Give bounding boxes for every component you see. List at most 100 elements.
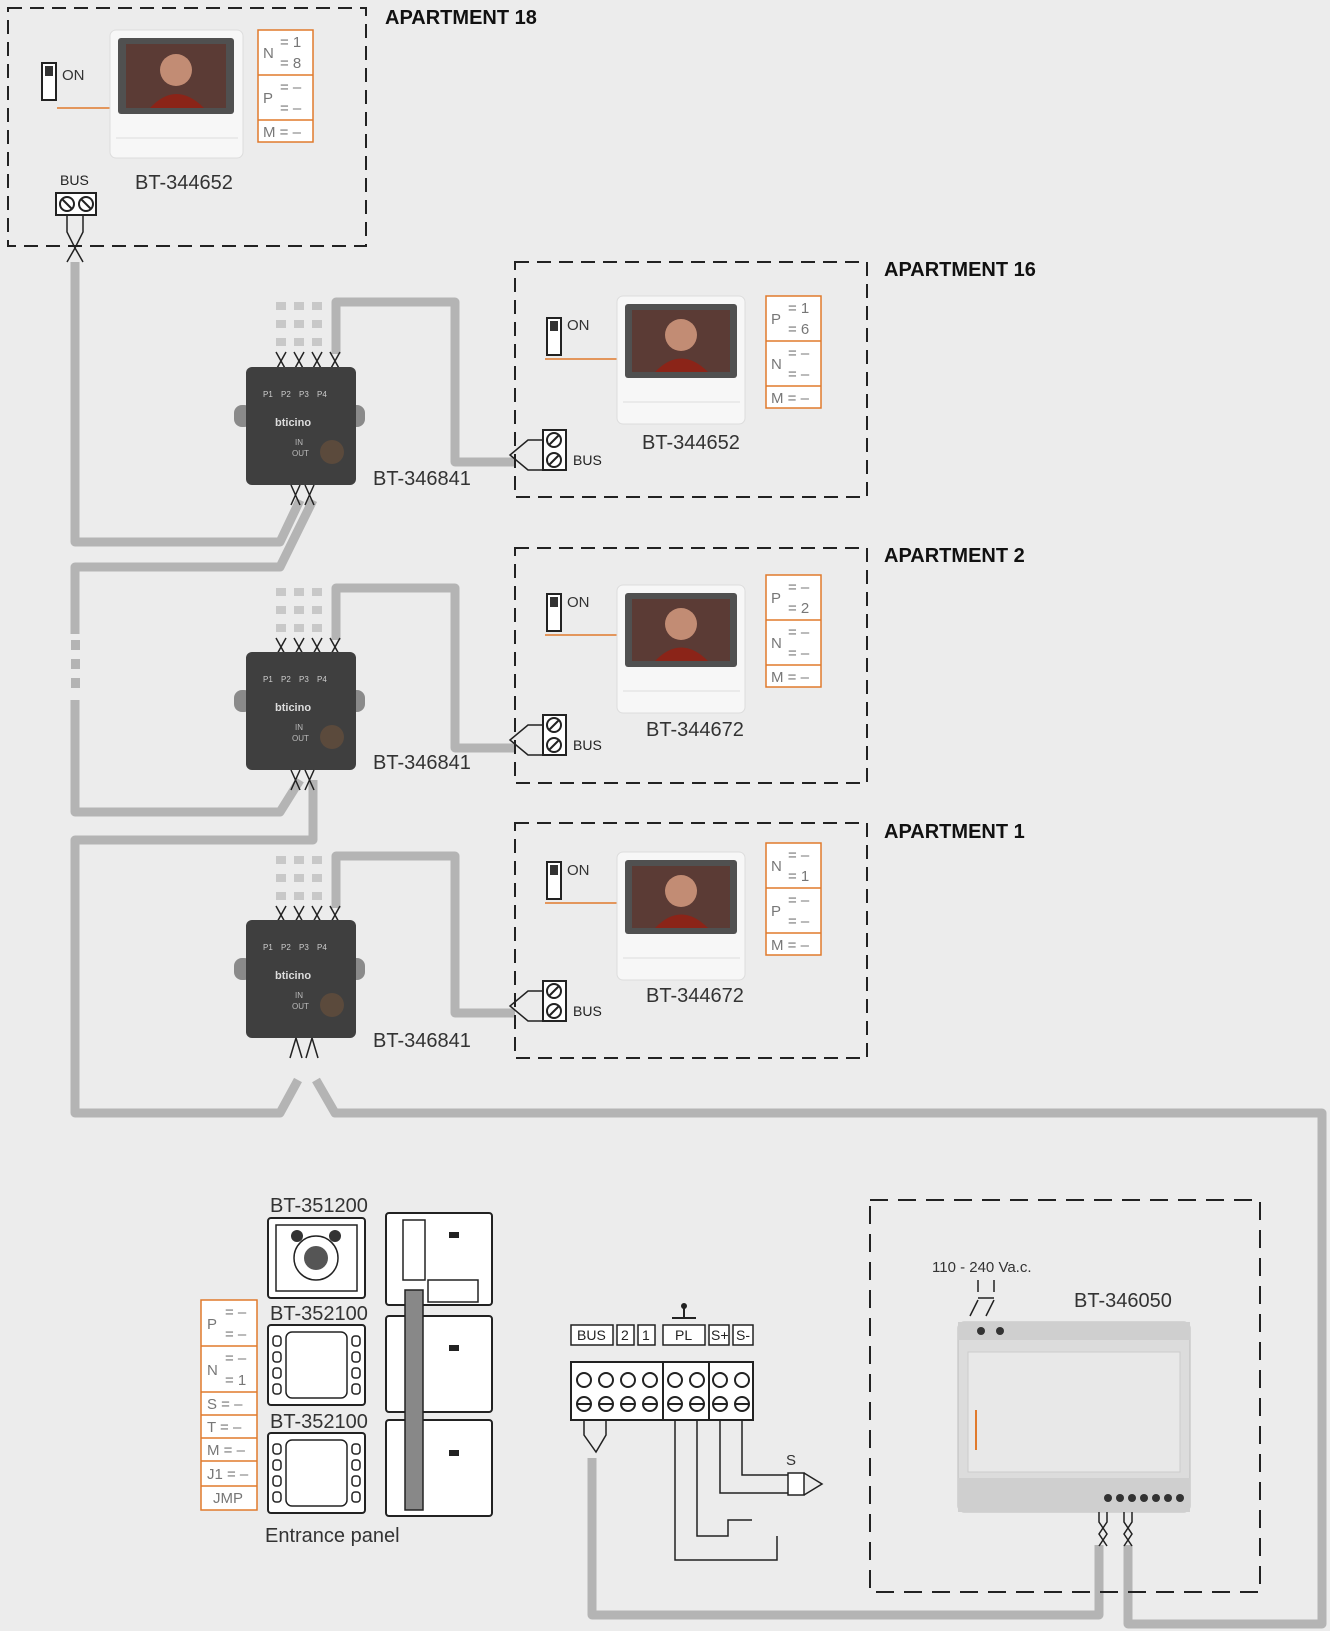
config-letter: N [771, 858, 782, 875]
monitor-model: BT-344672 [646, 719, 744, 741]
audio-module-front [267, 1217, 366, 1299]
monitor-model: BT-344652 [642, 432, 740, 454]
config-m-row: M = – [771, 669, 810, 686]
distributor-3: P1 P2 P3 P4 bticino IN OUT BT-346841 [234, 856, 471, 1059]
port-label: P3 [299, 675, 309, 684]
apartment-title: APARTMENT 2 [884, 545, 1025, 567]
config-value: = – [225, 1326, 247, 1343]
config-value: = – [788, 579, 810, 596]
config-value: = – [788, 892, 810, 909]
config-value: = – [788, 624, 810, 641]
power-supply-model: BT-346050 [1074, 1290, 1172, 1312]
config-table: N = 1 = 8 P = – = – M = – [257, 29, 314, 143]
config-letter: N [771, 635, 782, 652]
bus-wires [70, 262, 1327, 1629]
entrance-panel-caption: Entrance panel [265, 1525, 400, 1547]
svg-text:P: P [207, 1316, 217, 1333]
terminal-block: BUS 2 1 PL S+ S- S [570, 1303, 824, 1561]
bus-terminal [508, 714, 567, 756]
port-label: P2 [281, 675, 291, 684]
config-value: = – [788, 847, 810, 864]
distributor-2: P1 P2 P3 P4 bticino IN OUT BT-346841 [234, 588, 471, 791]
bus-label: BUS [573, 737, 602, 753]
config-letter: P [771, 903, 781, 920]
terminal-label: 1 [642, 1327, 650, 1343]
terminal-label: S+ [711, 1327, 729, 1343]
port-label: P4 [317, 675, 327, 684]
config-value: = – [788, 645, 810, 662]
video-monitor [616, 584, 746, 714]
config-value: = 1 [280, 34, 301, 51]
config-value: = – [788, 913, 810, 930]
bus-terminal [508, 980, 567, 1022]
button-module-front [267, 1324, 366, 1406]
apartment-2-box: APARTMENT 2 ON BT-344672 BUS P [508, 545, 1025, 784]
brand-label: bticino [275, 417, 311, 429]
power-input-label: 110 - 240 Va.c. [932, 1259, 1032, 1276]
config-table: P = 1 = 6 N = – = – M = – [765, 295, 822, 409]
port-label: P1 [263, 390, 273, 399]
bus-label: BUS [573, 1003, 602, 1019]
config-row: M = – [207, 1442, 246, 1459]
bus-label: BUS [60, 172, 89, 188]
in-label: IN [295, 723, 303, 732]
apartment-title: APARTMENT 1 [884, 821, 1025, 843]
module-model: BT-352100 [270, 1411, 368, 1433]
distributor-model: BT-346841 [373, 468, 471, 490]
port-label: P4 [317, 943, 327, 952]
config-value: = 1 [788, 868, 809, 885]
config-value: = 1 [788, 300, 809, 317]
monitor-model: BT-344652 [135, 172, 233, 194]
video-monitor [616, 295, 746, 425]
sensor-label: S [786, 1452, 796, 1469]
config-letter: N [771, 356, 782, 373]
config-value: = – [280, 79, 302, 96]
switch-label: ON [567, 862, 590, 879]
port-label: P2 [281, 390, 291, 399]
config-row: T = – [207, 1419, 242, 1436]
port-label: P3 [299, 943, 309, 952]
panel-config-table: P = – = – N = – = 1 S = – T = – M = – J1… [200, 1299, 258, 1511]
power-supply-unit [957, 1321, 1191, 1513]
out-label: OUT [292, 734, 309, 743]
port-label: P1 [263, 943, 273, 952]
config-value: = 8 [280, 55, 301, 72]
terminal-label: S- [736, 1327, 750, 1343]
config-value: = – [280, 100, 302, 117]
config-value: = – [225, 1304, 247, 1321]
port-label: P1 [263, 675, 273, 684]
switch-label: ON [567, 594, 590, 611]
monitor-model: BT-344672 [646, 985, 744, 1007]
config-table: P = – = 2 N = – = – M = – [765, 574, 822, 688]
terminal-label: PL [675, 1327, 692, 1343]
apartment-18-box: APARTMENT 18 ON BT-344652 BUS [7, 7, 537, 263]
bus-terminal [55, 192, 97, 263]
entrance-panel: BT-351200 BT-352100 BT-352100 [200, 1195, 493, 1547]
out-label: OUT [292, 1002, 309, 1011]
bus-terminal [508, 429, 567, 471]
config-value: = – [225, 1350, 247, 1367]
video-monitor [109, 29, 244, 159]
port-label: P2 [281, 943, 291, 952]
button-module-front [267, 1432, 366, 1514]
config-m-row: M = – [263, 124, 302, 141]
config-row: S = – [207, 1396, 243, 1413]
module-model: BT-351200 [270, 1195, 368, 1217]
config-value: = 6 [788, 321, 809, 338]
switch-label: ON [567, 317, 590, 334]
config-letter: P [771, 311, 781, 328]
bus-wire-dashes [71, 640, 80, 688]
port-label: P4 [317, 390, 327, 399]
config-value: = 1 [225, 1372, 246, 1389]
port-label: P3 [299, 390, 309, 399]
config-letter: P [263, 90, 273, 107]
in-label: IN [295, 991, 303, 1000]
distributor-model: BT-346841 [373, 752, 471, 774]
brand-label: bticino [275, 970, 311, 982]
in-label: IN [295, 438, 303, 447]
config-value: = – [788, 366, 810, 383]
switch-label: ON [62, 67, 85, 84]
apartment-1-box: APARTMENT 1 ON BT-344672 BUS N [508, 821, 1025, 1059]
config-row: JMP [213, 1490, 243, 1507]
